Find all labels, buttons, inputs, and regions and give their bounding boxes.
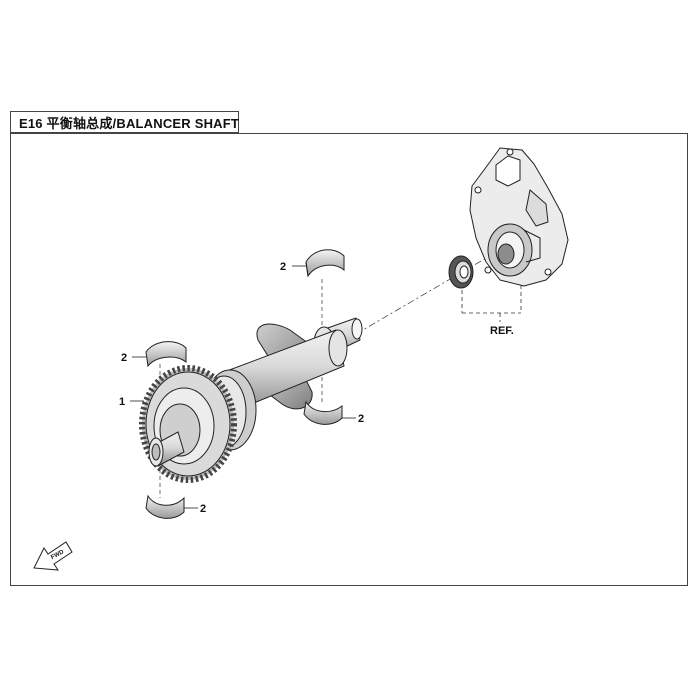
bearing-shell-top: [305, 249, 345, 278]
bearing-shell-right: [303, 400, 343, 425]
title-box: E16 平衡轴总成/BALANCER SHAFT: [10, 111, 239, 133]
callout-bearing-bottom: 2: [200, 503, 206, 515]
callout-gear: 1: [119, 396, 125, 408]
bearing-shell-bottom: [145, 494, 185, 519]
ref-bracket: [461, 285, 522, 322]
fwd-arrow-icon: FWD: [33, 541, 73, 571]
callout-bearing-right: 2: [358, 413, 364, 425]
callout-bearing-left: 2: [121, 352, 127, 364]
diagram-frame: [10, 133, 688, 586]
engine-cover-ref: [469, 147, 569, 287]
ref-label: REF.: [490, 325, 514, 337]
drive-gear: [139, 365, 237, 483]
bearing-shell-left: [145, 341, 187, 368]
leader-lines: [130, 265, 356, 509]
page-title: E16 平衡轴总成/BALANCER SHAFT: [19, 115, 240, 131]
oil-seal: [448, 255, 474, 289]
callout-bearing-top: 2: [280, 261, 286, 273]
